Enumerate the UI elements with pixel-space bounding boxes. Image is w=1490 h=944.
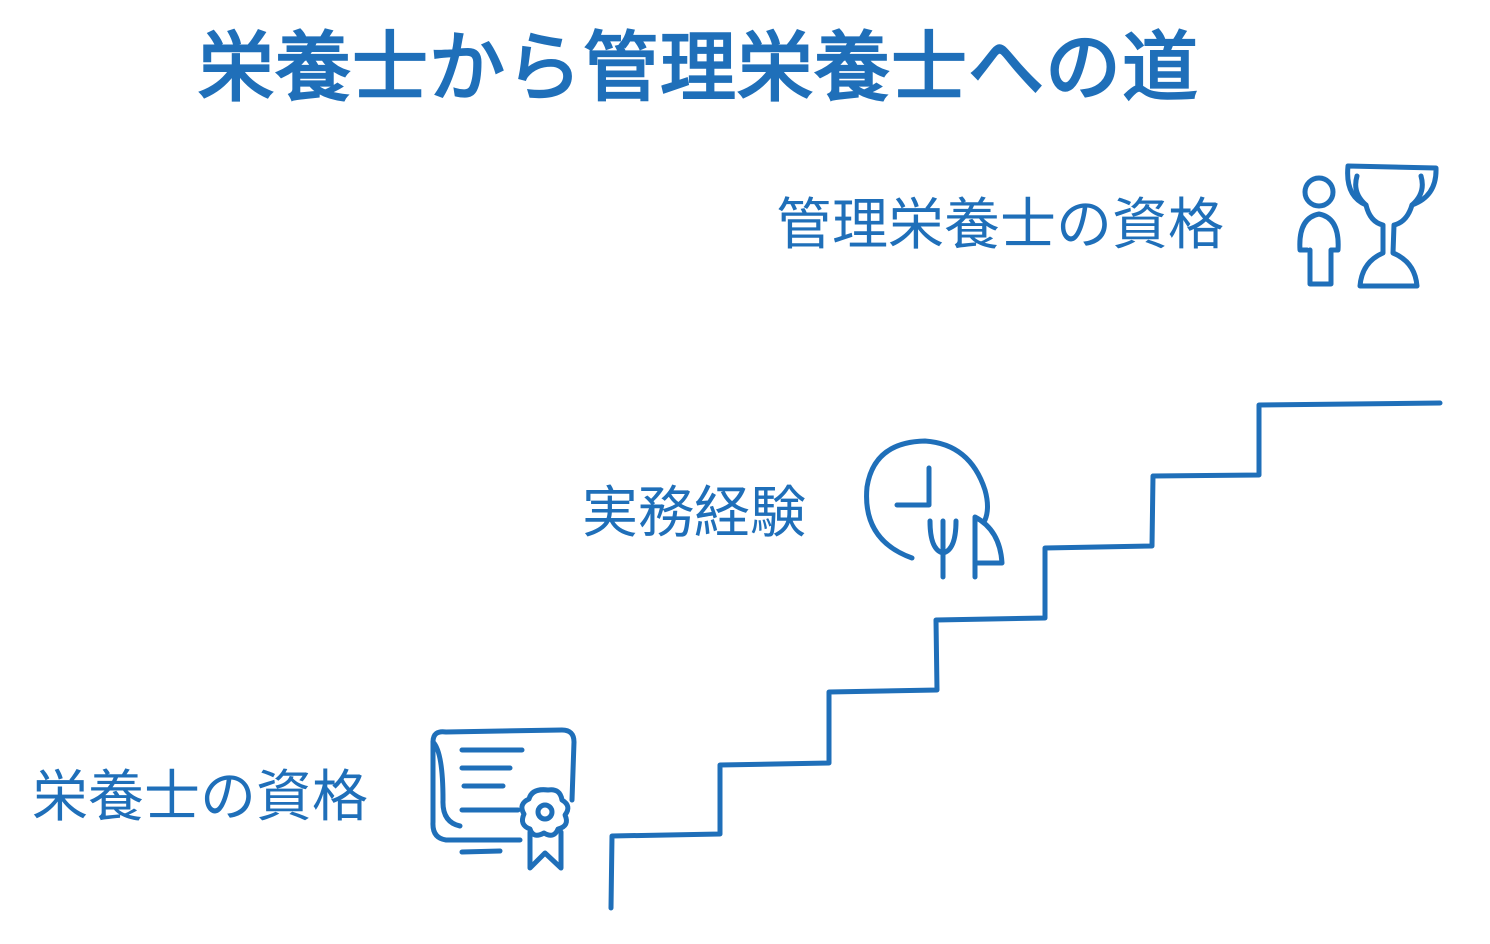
step-label-work-experience: 実務経験 <box>582 481 806 546</box>
clock-circle <box>864 438 990 561</box>
person-head <box>1302 175 1336 209</box>
person-trophy-icon <box>1297 163 1439 289</box>
clock-fork-knife-icon <box>864 438 1005 580</box>
trophy-handle <box>1353 173 1425 208</box>
step-label-dietitian: 栄養士の資格 <box>32 765 368 830</box>
page-title: 栄養士から管理栄養士への道 <box>198 23 1199 112</box>
person-body <box>1297 211 1341 287</box>
certificate-scroll <box>430 739 463 829</box>
fork-icon <box>927 518 959 580</box>
certificate-ribbon <box>527 829 564 871</box>
knife-icon <box>972 514 1005 580</box>
step-label-registered-dietitian: 管理栄養士の資格 <box>776 193 1224 258</box>
certificate-seal-center <box>535 802 555 822</box>
certificate-text-lines <box>459 747 525 855</box>
certificate-seal <box>519 787 571 838</box>
staircase-line <box>608 400 1443 911</box>
clock-hands <box>894 465 932 508</box>
certificate-frame <box>430 727 577 843</box>
certificate-icon <box>430 727 577 871</box>
